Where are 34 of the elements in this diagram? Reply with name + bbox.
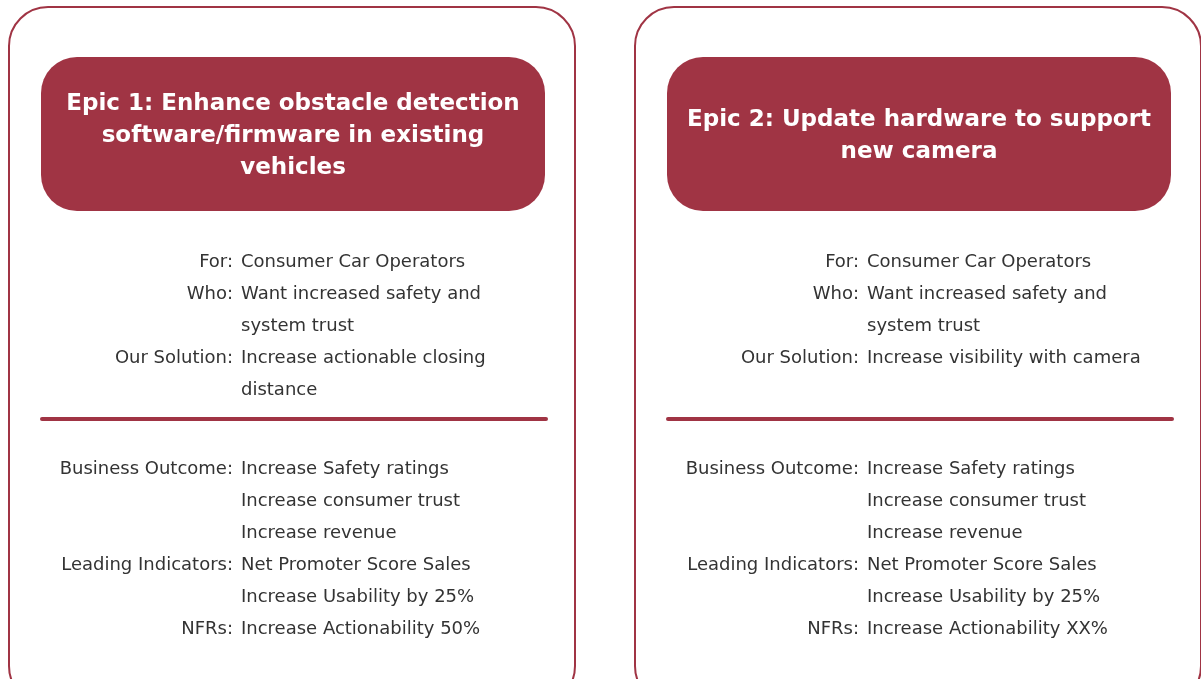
field-label: NFRs: <box>806 616 859 640</box>
field-value: Want increased safety and system trust <box>241 281 482 337</box>
epic-card <box>8 6 576 679</box>
field-value: Increase Safety ratings <box>241 456 450 480</box>
field-label: Who: <box>185 281 233 305</box>
field-value: Increase Usability by 25% <box>241 584 476 608</box>
epic-header: Epic 1: Enhance obstacle detection software/firmware in existing vehicles <box>41 57 545 211</box>
field-value: Net Promoter Score Sales <box>241 552 472 576</box>
field-value: Increase Actionability XX% <box>867 616 1109 640</box>
field-value: Increase consumer trust <box>241 488 462 512</box>
field-value: Want increased safety and system trust <box>867 281 1108 337</box>
field-value: Increase consumer trust <box>867 488 1088 512</box>
field-label: Leading Indicators: <box>60 552 233 576</box>
field-label: Leading Indicators: <box>686 552 859 576</box>
field-label: Our Solution: <box>739 345 859 369</box>
field-label: NFRs: <box>180 616 233 640</box>
field-value: Consumer Car Operators <box>867 249 1093 273</box>
field-value: Consumer Car Operators <box>241 249 467 273</box>
field-value: Increase revenue <box>241 520 398 544</box>
epic-header: Epic 2: Update hardware to support new camera <box>667 57 1171 211</box>
field-value: Increase revenue <box>867 520 1024 544</box>
field-value: Increase visibility with camera <box>867 345 1142 369</box>
field-label: For: <box>198 249 233 273</box>
field-label: Business Outcome: <box>58 456 233 480</box>
field-label: For: <box>824 249 859 273</box>
field-value: Increase Actionability 50% <box>241 616 482 640</box>
field-value: Increase Usability by 25% <box>867 584 1102 608</box>
field-value: Increase actionable closing distance <box>241 345 487 401</box>
field-value: Increase Safety ratings <box>867 456 1076 480</box>
field-label: Business Outcome: <box>684 456 859 480</box>
field-label: Our Solution: <box>113 345 233 369</box>
epic-card <box>634 6 1201 679</box>
field-label: Who: <box>811 281 859 305</box>
field-value: Net Promoter Score Sales <box>867 552 1098 576</box>
